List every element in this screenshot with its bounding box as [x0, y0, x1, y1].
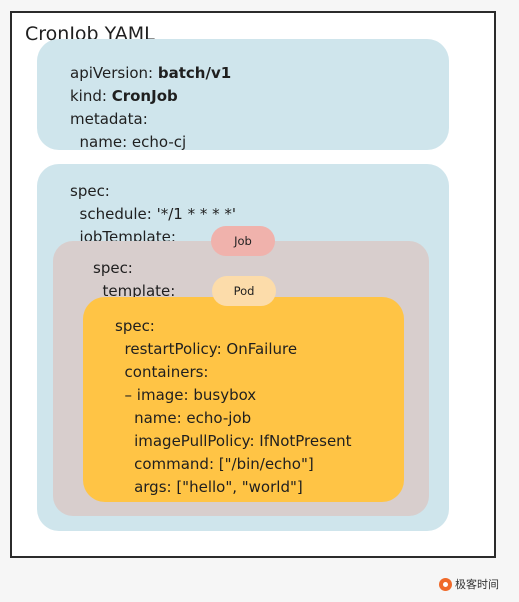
job-badge: Job — [211, 226, 275, 256]
metadata-line: metadata: — [70, 110, 148, 128]
pod-line: command: ["/bin/echo"] — [115, 455, 314, 473]
metadata-name-line: name: echo-cj — [70, 133, 187, 151]
schedule-line: schedule: '*/1 * * * *' — [70, 205, 236, 223]
api-version-line: apiVersion: batch/v1 — [70, 64, 231, 82]
pod-line: args: ["hello", "world"] — [115, 478, 303, 496]
geekbang-logo-icon — [439, 577, 452, 591]
pod-line: name: echo-job — [115, 409, 252, 427]
pod-line: imagePullPolicy: IfNotPresent — [115, 432, 352, 450]
api-version-value: batch/v1 — [157, 64, 232, 82]
metadata-block — [37, 39, 449, 150]
kind-line: kind: CronJob — [70, 87, 178, 105]
job-template-line: template: — [93, 282, 176, 300]
pod-block — [83, 297, 404, 502]
spec-line: spec: — [70, 182, 110, 200]
job-spec-line: spec: — [93, 259, 133, 277]
pod-line: spec: — [115, 317, 155, 335]
kind-key: kind: — [70, 87, 112, 105]
watermark: 极客时间 — [439, 575, 499, 593]
pod-line: – image: busybox — [115, 386, 257, 404]
pod-line: restartPolicy: OnFailure — [115, 340, 298, 358]
api-version-key: apiVersion: — [70, 64, 158, 82]
pod-line: containers: — [115, 363, 209, 381]
watermark-text: 极客时间 — [455, 578, 499, 591]
kind-value: CronJob — [111, 87, 178, 105]
pod-badge: Pod — [212, 276, 276, 306]
